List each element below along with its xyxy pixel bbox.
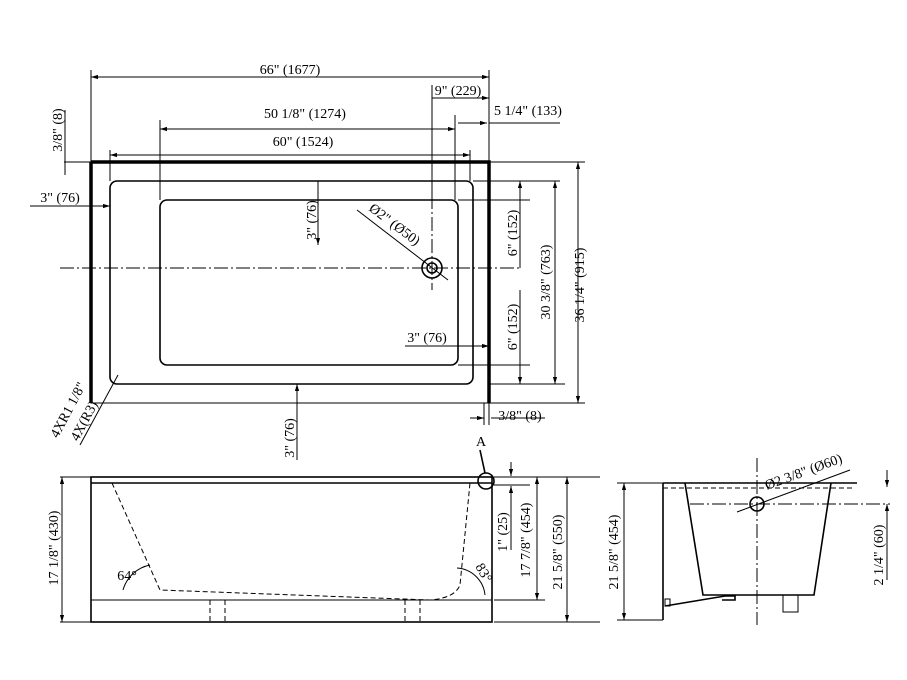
angle-arc-right [456, 567, 486, 596]
dim-drain-lower: 6" (152) [506, 303, 521, 350]
drain-leader [356, 209, 449, 281]
detail-a-circle [477, 472, 495, 490]
dim-rim-left: 3" (76) [40, 191, 80, 206]
dim-rim-thickness: 1" (25) [496, 512, 511, 552]
overflow-leader [736, 469, 851, 513]
dim-drain-upper: 6" (152) [506, 209, 521, 256]
dim-left-height: 17 1/8" (430) [47, 510, 62, 585]
basin-outline [159, 199, 459, 366]
front-body [90, 476, 493, 623]
dim-basin-right: 3" (76) [407, 331, 447, 346]
dim-overall-width: 36 1/4" (915) [573, 247, 588, 322]
dim-drain-offset: 9" (229) [435, 84, 482, 99]
side-basin [684, 482, 832, 596]
side-foot [782, 594, 799, 613]
dim-side-height: 21 5/8" (454) [607, 514, 622, 589]
dim-right-offset: 3/8" (8) [498, 409, 542, 424]
dim-rim-bottom: 3" (76) [283, 418, 298, 458]
dim-overall-height: 21 5/8" (550) [551, 514, 566, 589]
deck-edge-thick [89, 160, 491, 403]
dim-inner-length: 60" (1524) [273, 135, 334, 150]
dim-overall-length: 66" (1677) [260, 63, 321, 78]
detail-a-leader [479, 449, 486, 474]
angle-left: 64° [117, 569, 137, 584]
side-frame [662, 482, 857, 620]
dim-overflow-offset: 2 1/4" (60) [872, 524, 887, 585]
outer-deck [90, 161, 490, 404]
side-support-block [664, 598, 671, 607]
dim-basin-top: 3" (76) [305, 200, 320, 240]
dim-basin-length: 50 1/8" (1274) [264, 107, 346, 122]
side-view: Ø2 3/8" (Ø60) 21 5/8" (454) 2 1/4" (60) [607, 452, 890, 625]
rim-outline [109, 180, 474, 385]
drain-icon [421, 257, 443, 279]
dim-top-offset: 3/8" (8) [51, 108, 66, 152]
overflow-icon [749, 496, 765, 512]
hidden-feet [209, 600, 421, 622]
dim-basin-depth: 17 7/8" (454) [519, 502, 534, 577]
extension-lines [64, 70, 585, 425]
detail-label: A [476, 435, 487, 450]
front-view: 64° 83° A 17 1/8" (430) 1" (25) 17 7/8" … [47, 435, 600, 623]
angle-right: 83° [472, 561, 495, 585]
angle-arc-left [122, 564, 151, 591]
dim-rim-end: 5 1/4" (133) [494, 104, 562, 119]
front-extension-lines [60, 476, 600, 623]
basin-profile-hidden [111, 482, 471, 601]
top-view: 66" (1677) 9" (229) 5 1/4" (133) 50 1/8"… [30, 63, 588, 460]
side-support-brace [664, 595, 736, 607]
dim-drain-diameter: Ø2" (Ø50) [366, 201, 423, 249]
dim-inner-width: 30 3/8" (763) [539, 244, 554, 319]
corner-radius-leader [79, 374, 119, 446]
